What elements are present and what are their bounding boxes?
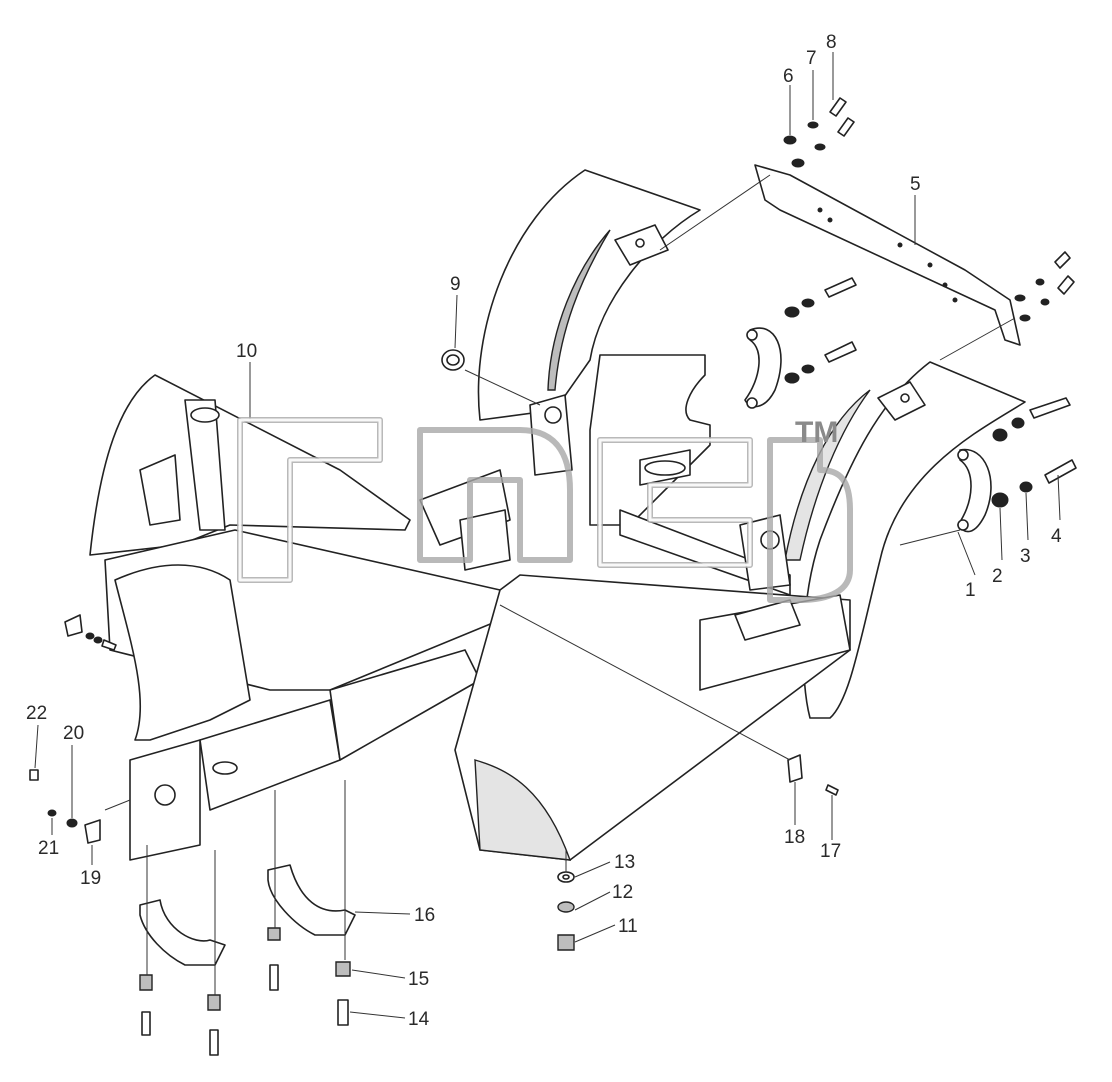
callout-1: 1 [965, 580, 976, 601]
callout-22: 22 [26, 703, 47, 724]
callout-15: 15 [408, 969, 429, 990]
callout-10: 10 [236, 341, 257, 362]
callout-12: 12 [612, 882, 633, 903]
fastener-stacks [29, 97, 1077, 1056]
callout-21: 21 [38, 838, 59, 859]
right-main-beam [454, 574, 851, 861]
callout-19: 19 [80, 868, 101, 889]
left-frame-assembly [89, 374, 511, 861]
callout-7: 7 [806, 48, 817, 69]
callout-6: 6 [783, 66, 794, 87]
callout-5: 5 [910, 174, 921, 195]
right-fender [784, 361, 1026, 719]
clamp-right [957, 448, 992, 533]
callout-4: 4 [1051, 526, 1062, 547]
callouts: 1 2 3 4 5 6 7 8 9 10 11 12 13 14 15 16 1… [26, 32, 1062, 1030]
callout-14: 14 [408, 1009, 430, 1030]
callout-3: 3 [1020, 546, 1031, 567]
callout-9: 9 [450, 274, 461, 295]
watermark-logo: TM [237, 416, 853, 603]
left-fender [477, 169, 701, 421]
clamp-center [744, 327, 782, 409]
callout-2: 2 [992, 566, 1003, 587]
callout-17: 17 [820, 841, 841, 862]
callout-16: 16 [414, 905, 435, 926]
callout-20: 20 [63, 723, 84, 744]
leader-lines [34, 52, 1061, 1019]
callout-11: 11 [618, 916, 638, 937]
callout-18: 18 [784, 827, 805, 848]
callout-13: 13 [614, 852, 635, 873]
callout-8: 8 [826, 32, 837, 53]
watermark-tm: TM [795, 416, 838, 449]
rear-plate [754, 164, 1021, 346]
lower-straps [139, 864, 356, 966]
